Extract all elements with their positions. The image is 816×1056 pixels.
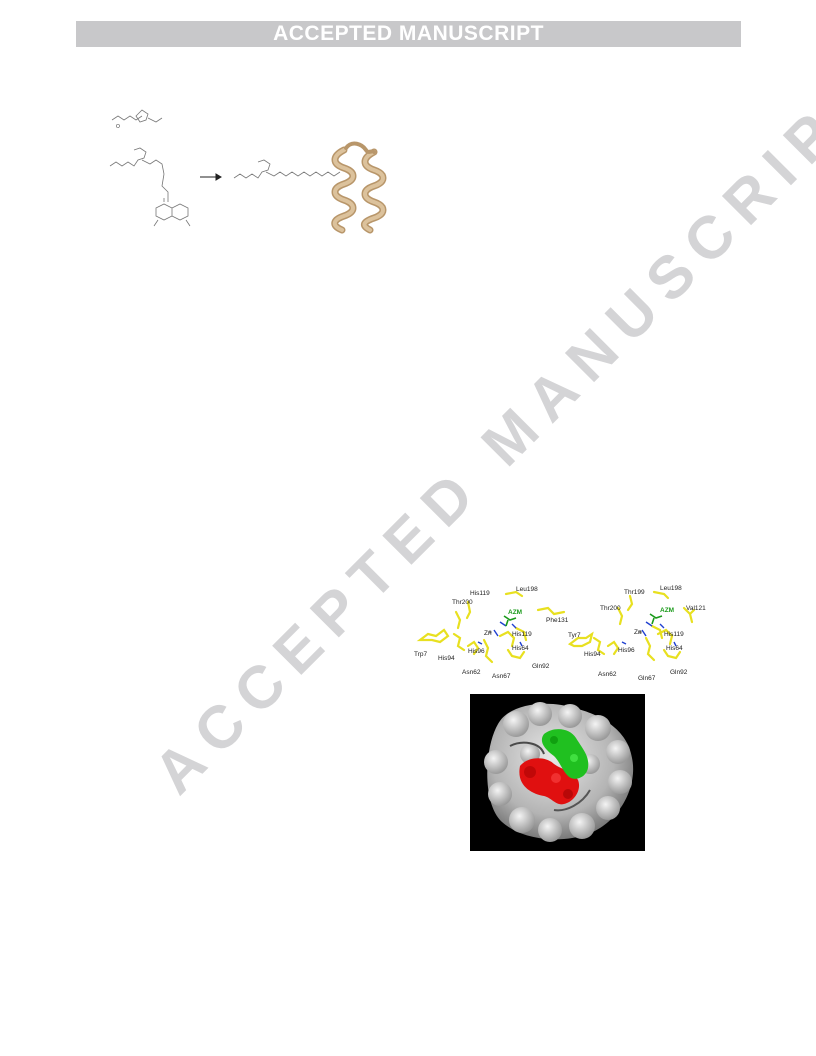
label-asn62-right: Asn62 — [598, 671, 617, 678]
green-binding-region — [541, 729, 589, 779]
right-active-site-panel: Thr199 Leu198 Thr200 AZM Val121 Tyr7 Zn … — [567, 585, 706, 682]
label-gln92-right: Gln92 — [670, 669, 688, 676]
accepted-manuscript-banner: ACCEPTED MANUSCRIPT — [76, 21, 741, 47]
label-thr199: Thr199 — [624, 589, 645, 596]
conjugate-chain — [233, 159, 341, 179]
label-tyr7: Tyr7 — [568, 632, 581, 639]
label-azm: AZM — [508, 609, 522, 616]
reaction-arrow — [200, 173, 222, 181]
chemical-scheme: O — [109, 109, 387, 234]
substrate-molecule — [109, 147, 191, 227]
active-site-figure: Thr200 His119 Leu198 AZM Phe131 Zn His11… — [414, 585, 706, 682]
label-his119: His119 — [470, 590, 490, 597]
left-active-site-panel: Thr200 His119 Leu198 AZM Phe131 Zn His11… — [414, 586, 569, 680]
label-thr200: Thr200 — [452, 599, 473, 606]
label-leu198: Leu198 — [516, 586, 538, 593]
label-zn: Zn — [484, 630, 492, 637]
small-molecule-top: O — [111, 109, 163, 130]
label-asn67: Asn67 — [492, 673, 511, 680]
label-his119b: His119 — [512, 631, 532, 638]
label-his96: His96 — [468, 648, 485, 655]
label-gln92: Gln92 — [532, 663, 550, 670]
label-zn-right: Zn — [634, 629, 642, 636]
protein-surface-figure — [470, 694, 645, 851]
label-his96-right: His96 — [618, 647, 635, 654]
label-asn62: Asn62 — [462, 669, 481, 676]
label-his64: His64 — [512, 645, 529, 652]
protein-surface — [484, 702, 634, 842]
label-his94: His94 — [438, 655, 455, 662]
label-leu198-right: Leu198 — [660, 585, 682, 592]
label-his119-right: His119 — [664, 631, 684, 638]
helix-bundle — [331, 141, 387, 234]
label-phe131: Phe131 — [546, 617, 569, 624]
label-thr200-right: Thr200 — [600, 605, 621, 612]
label-gln67-right: Gln67 — [638, 675, 656, 682]
svg-text:O: O — [116, 124, 120, 130]
label-his64-right: His64 — [666, 645, 683, 652]
label-azm-right: AZM — [660, 607, 674, 614]
label-trp7: Trp7 — [414, 651, 428, 658]
label-his94-right: His94 — [584, 651, 601, 658]
label-val121: Val121 — [686, 605, 706, 612]
